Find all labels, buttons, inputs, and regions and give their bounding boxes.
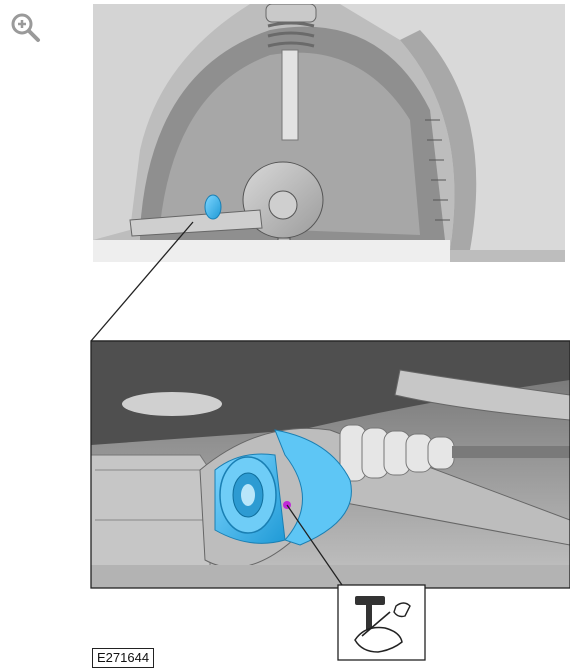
hammer-tool-icon	[337, 584, 426, 661]
figure-reference-label: E271644	[92, 648, 155, 668]
zoom-in-icon[interactable]	[8, 10, 42, 44]
overview-view	[93, 4, 565, 262]
leader-line-tool	[286, 504, 343, 586]
leader-line-left	[90, 221, 194, 342]
detail-view	[91, 341, 570, 588]
